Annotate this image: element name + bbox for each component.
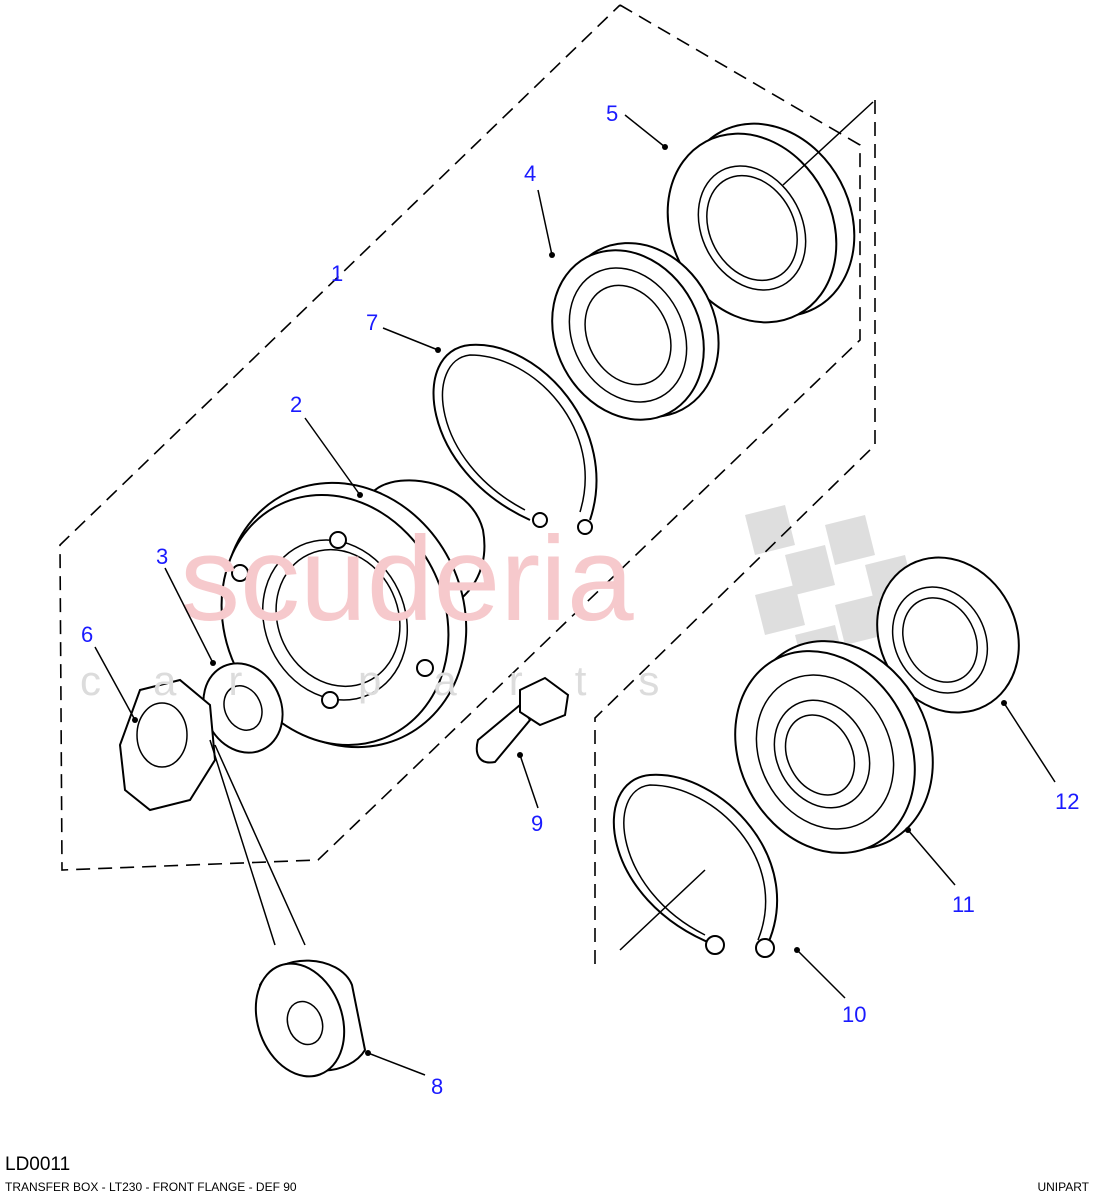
callout-2: 2 (290, 392, 302, 417)
part-11-bearing (734, 640, 934, 854)
callout-3: 3 (156, 544, 168, 569)
callout-8: 8 (431, 1074, 443, 1099)
callout-1: 1 (331, 261, 343, 286)
part-6-nut (118, 678, 217, 812)
watermark-main: scuderia (180, 512, 634, 646)
part-2-flange (220, 479, 486, 749)
part-8-thick-washer (254, 959, 367, 1078)
part-7-circlip (432, 343, 598, 535)
part-4-seal (551, 242, 720, 421)
axis-lines (619, 101, 874, 951)
callout-6: 6 (81, 622, 93, 647)
part-9-bolt (475, 676, 570, 764)
callout-4: 4 (524, 161, 536, 186)
leader-dots (132, 144, 1007, 1056)
part-10-circlip (612, 773, 778, 958)
part-5-oil-seal (666, 122, 856, 324)
callout-7: 7 (366, 310, 378, 335)
callout-11: 11 (952, 892, 975, 917)
diagram-title: TRANSFER BOX - LT230 - FRONT FLANGE - DE… (5, 1180, 297, 1194)
callout-12: 12 (1055, 789, 1079, 814)
watermark: scuderia car parts (80, 512, 711, 704)
washer-indicator-lines (209, 739, 306, 946)
leader-lines (94, 114, 1056, 1076)
diagram-code: LD0011 (5, 1154, 71, 1175)
kit-boundary-1 (59, 4, 861, 871)
callout-9: 9 (531, 811, 543, 836)
watermark-sub: car parts (80, 657, 711, 704)
callout-5: 5 (606, 101, 618, 126)
callout-10: 10 (842, 1002, 866, 1027)
supplier-label: UNIPART (1037, 1180, 1089, 1194)
kit-boundary-2 (594, 100, 876, 970)
part-12-oil-seal (876, 556, 1020, 714)
